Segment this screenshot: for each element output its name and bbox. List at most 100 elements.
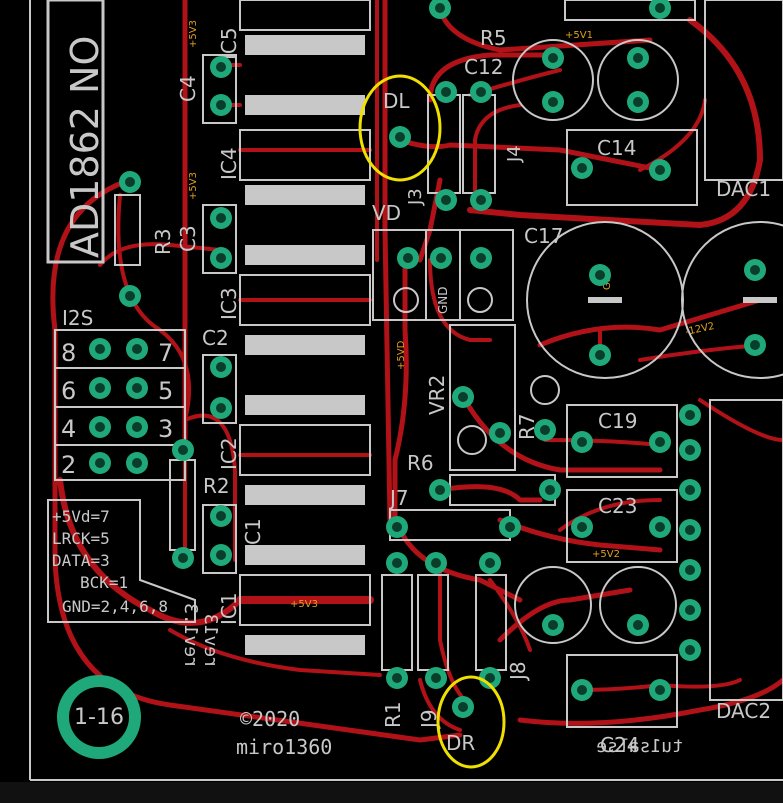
mirrored-bottom-text: tu1salse (596, 736, 683, 757)
pad-drill (577, 685, 587, 695)
pad-drill (655, 3, 665, 13)
pad-drill (95, 383, 105, 393)
ic4-footprint (239, 129, 371, 265)
pad-drill (633, 53, 643, 63)
j4-label: J4 (504, 145, 525, 163)
pad-drill (577, 437, 587, 447)
pad-drill (476, 87, 486, 97)
bottom-cap-2 (599, 566, 677, 644)
ic1-label: IC1 (217, 592, 241, 625)
vd-label: VD (372, 201, 401, 225)
svg-text:AD1862 NO: AD1862 NO (63, 36, 107, 258)
pad-drill (441, 87, 451, 97)
pad-drill (495, 428, 505, 438)
r5-label: R5 (480, 26, 507, 50)
pad-drill (132, 383, 142, 393)
ic5-footprint (239, 0, 371, 115)
i2s-pin-label: 5 (158, 377, 173, 405)
pad-drill (577, 522, 587, 532)
legend-line: LRCK=5 (52, 529, 110, 548)
highlight-dr-pad (436, 675, 506, 769)
c12-label: C12 (464, 55, 503, 79)
mounting-hole: 1-16 (57, 675, 141, 759)
pad-drill (685, 525, 695, 535)
i2s-pin-label: 4 (61, 415, 76, 443)
pad-drill (685, 485, 695, 495)
ic1-footprint (239, 574, 371, 655)
i2s-pin-label: 6 (61, 377, 76, 405)
pad-drill (125, 291, 135, 301)
r1-label: R1 (381, 701, 405, 728)
pad-drill (545, 485, 555, 495)
dac2-label: DAC2 (716, 699, 771, 723)
pad-drill (95, 422, 105, 432)
pad-drill (392, 558, 402, 568)
net-label: +5V3 (188, 20, 199, 48)
c24-outline (566, 654, 678, 728)
i2s-pin-label: 8 (61, 339, 76, 367)
pad-drill (392, 673, 402, 683)
right-top-caps (512, 0, 698, 206)
pad-drill (548, 53, 558, 63)
vr2-label: VR2 (425, 375, 449, 415)
pad-drill (633, 97, 643, 107)
pad-drill (595, 270, 605, 280)
c23-label: C23 (598, 494, 637, 518)
pad-drill (216, 253, 226, 263)
pad-drill (216, 362, 226, 372)
pad-drill (685, 445, 695, 455)
pad-drill (476, 253, 486, 263)
pad-drill (655, 685, 665, 695)
legend-line: GND=2,4,6,8 (62, 597, 168, 616)
c3-label: C3 (176, 225, 200, 252)
pad-drill (685, 605, 695, 615)
r3-body (114, 194, 141, 266)
pad-drill (216, 62, 226, 72)
net-label: +5V1 (565, 30, 593, 41)
vd-gnd-label: GND (436, 286, 450, 314)
pad-drill (178, 445, 188, 455)
pad-drill (392, 522, 402, 532)
author-text: miro1360 (236, 735, 332, 759)
pad-drill (685, 410, 695, 420)
dl-label: DL (383, 89, 410, 113)
pad-drill (431, 673, 441, 683)
mirrored-rev-text: rev13 (200, 614, 221, 668)
pad-drill (216, 100, 226, 110)
mounting-hole-label: 1-16 (74, 705, 124, 730)
i2s-header: I2S 8 6 4 2 7 5 3 (54, 306, 186, 481)
c24-label: C24 (600, 733, 639, 757)
ic2-label: IC2 (217, 437, 241, 470)
bottom-cap-1 (514, 566, 592, 644)
highlight-dl-pad (358, 74, 442, 182)
pad-drill (132, 458, 142, 468)
through-hole-pads (89, 0, 766, 718)
vr2-outline (449, 324, 516, 471)
pad-drill (750, 265, 760, 275)
pad-drill (132, 422, 142, 432)
c4-label: C4 (176, 75, 200, 102)
net-label: +5V3 (290, 599, 318, 610)
c14-label: C14 (597, 136, 636, 160)
i2s-pin-label: 7 (158, 339, 173, 367)
pad-drill (595, 350, 605, 360)
bottom-strip (0, 782, 783, 803)
pad-drill (540, 425, 550, 435)
pad-drill (132, 344, 142, 354)
pad-drill (403, 253, 413, 263)
pad-drill (655, 522, 665, 532)
pad-drill (216, 511, 226, 521)
pad-drill (750, 340, 760, 350)
pad-drill (577, 163, 587, 173)
j8-label: J8 (506, 661, 530, 682)
big-cap-2 (681, 221, 783, 379)
pad-drill (476, 195, 486, 205)
pad-drill (95, 458, 105, 468)
pad-drill (125, 177, 135, 187)
j9-label: J9 (417, 709, 441, 730)
legend-line: +5Vd=7 (52, 507, 110, 526)
left-capacitors (202, 54, 237, 574)
dr-label: DR (446, 731, 475, 755)
pad-drill (655, 165, 665, 175)
i2s-pin-label: 2 (61, 451, 76, 479)
